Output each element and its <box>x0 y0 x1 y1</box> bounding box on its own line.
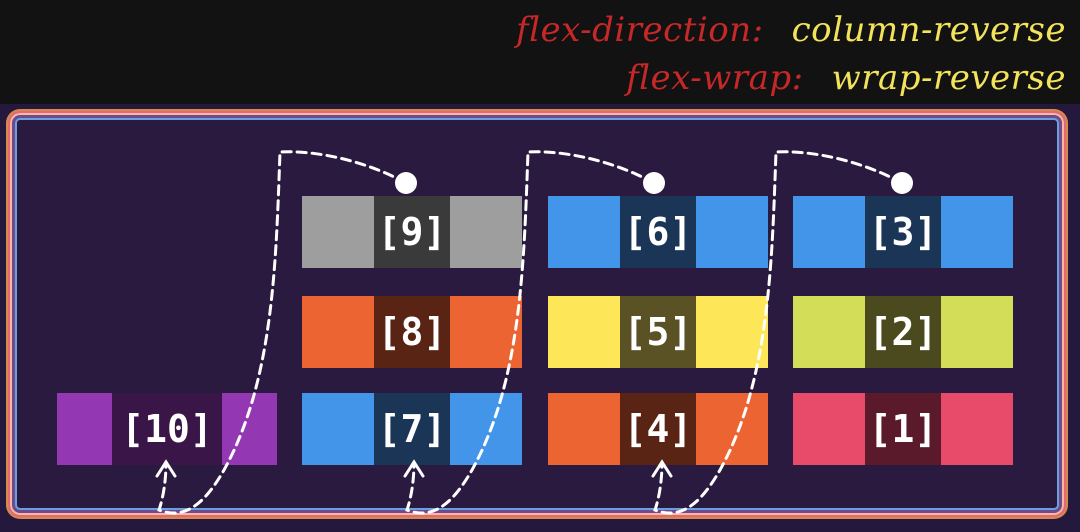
flex-wrap-value: wrap-reverse <box>831 58 1066 98</box>
flex-wrap-property: flex-wrap: <box>626 58 804 98</box>
flex-item-7: [7] <box>302 393 522 465</box>
flex-direction-property: flex-direction: <box>516 10 764 50</box>
item-10-label: [10] <box>112 393 222 465</box>
flex-wrap-line: flex-wrap: wrap-reverse <box>626 58 1066 98</box>
flex-direction-value: column-reverse <box>791 10 1066 50</box>
flex-item-5: [5] <box>548 296 768 368</box>
flex-item-3: [3] <box>793 196 1013 268</box>
item-7-label: [7] <box>373 393 451 465</box>
start-dot-6 <box>643 172 665 194</box>
flex-item-8: [8] <box>302 296 522 368</box>
item-8-label: [8] <box>373 296 451 368</box>
item-2-label: [2] <box>864 296 942 368</box>
arrowhead-4 <box>651 459 673 478</box>
item-1-label: [1] <box>864 393 942 465</box>
item-4-label: [4] <box>619 393 697 465</box>
item-3-label: [3] <box>864 196 942 268</box>
flex-item-9: [9] <box>302 196 522 268</box>
flex-item-4: [4] <box>548 393 768 465</box>
wrap-arrow-3-to-4 <box>653 150 904 515</box>
item-5-label: [5] <box>619 296 697 368</box>
flex-item-1: [1] <box>793 393 1013 465</box>
start-dot-3 <box>891 172 913 194</box>
wrap-arrow-9-to-10 <box>157 150 408 515</box>
start-dot-9 <box>395 172 417 194</box>
flex-item-6: [6] <box>548 196 768 268</box>
wrap-arrow-6-to-7 <box>405 150 656 515</box>
flex-item-2: [2] <box>793 296 1013 368</box>
flex-direction-line: flex-direction: column-reverse <box>516 10 1066 50</box>
item-6-label: [6] <box>619 196 697 268</box>
arrowhead-7 <box>403 459 425 478</box>
arrowhead-10 <box>155 459 177 478</box>
item-9-label: [9] <box>373 196 451 268</box>
flex-item-10: [10] <box>57 393 277 465</box>
